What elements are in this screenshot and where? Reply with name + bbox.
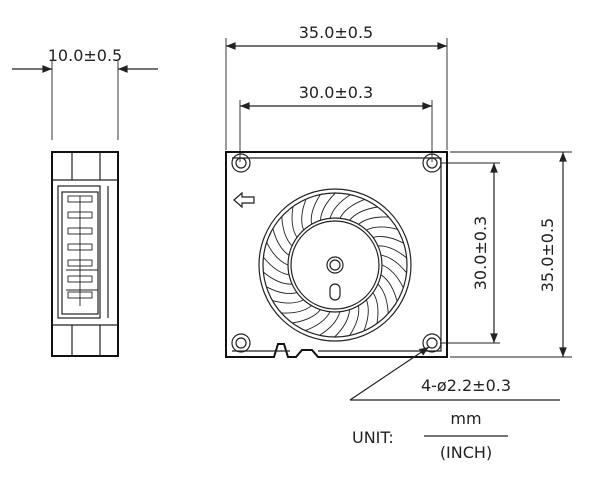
impeller-blade [305,311,331,332]
unit-mm: mm [450,409,481,428]
side-body [51,151,119,357]
impeller-blade [349,206,378,221]
impeller-blade [377,245,407,259]
impeller-blade [291,206,298,238]
hole-spacing-vertical: 30.0±0.3 [471,216,490,290]
impeller-blade [272,228,290,256]
outer-height-dimension: 35.0±0.5 [538,218,557,292]
impeller-blade [358,216,389,225]
airflow-arrow-icon [233,191,255,209]
impeller-blade [372,292,379,324]
front-view: 35.0±0.5 30.0±0.3 30.0±0.3 35.0±0.5 [225,23,572,401]
mounting-holes [231,153,442,353]
unit-label: UNIT: [352,428,394,447]
impeller-blade [366,226,398,231]
impeller-blade [339,198,365,219]
unit-note: UNIT: mm (INCH) [352,409,508,462]
fan-housing [225,151,448,358]
hole-callout: 4-ø2.2±0.3 [421,376,511,395]
impeller-blade [380,274,398,302]
outlet-ribs [66,195,98,306]
impeller-blade [319,311,341,336]
side-view: 10.0±0.5 [12,46,158,357]
impeller-blade [263,256,290,276]
impeller-blade [334,309,350,338]
impeller [258,188,412,342]
impeller-blade [301,198,307,231]
impeller-blade [266,242,289,266]
impeller-blade [281,216,293,247]
hub-slot [329,283,341,301]
hole-spacing-horizontal: 30.0±0.3 [299,83,373,102]
impeller-blade [329,194,351,219]
impeller-blade [292,309,321,324]
impeller-blade [281,305,312,314]
impeller-blade [363,299,369,332]
impeller-blade [266,286,298,294]
impeller-blade [349,305,360,336]
impeller-blade [381,264,404,288]
outer-width-dimension: 35.0±0.5 [299,23,373,42]
impeller-blade [380,254,407,274]
impeller-blade [372,236,404,244]
impeller-blade [310,194,321,225]
impeller-blades [263,192,407,338]
impeller-blade [272,299,304,304]
impeller-blade [263,271,293,285]
unit-inch: (INCH) [440,443,492,462]
side-width-dimension: 10.0±0.5 [48,46,122,65]
impeller-blade [320,192,336,221]
impeller-blade [377,283,389,314]
